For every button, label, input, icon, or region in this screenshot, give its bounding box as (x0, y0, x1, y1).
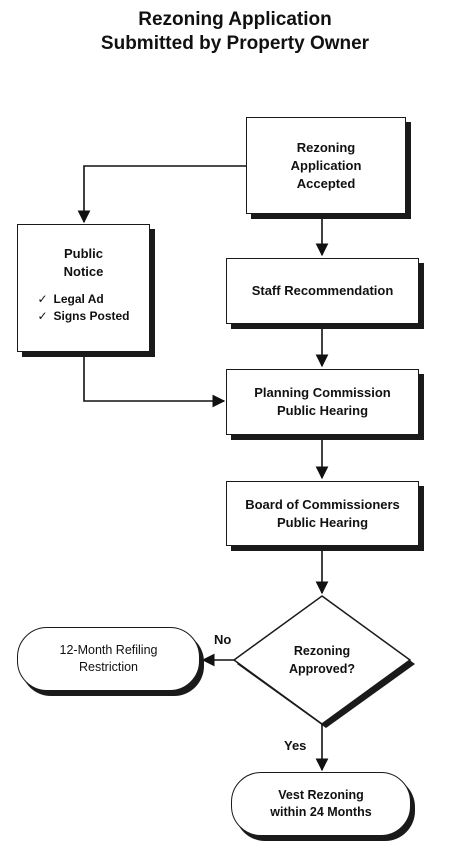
vest-line-2: within 24 Months (270, 805, 372, 819)
accepted-line-2: Application (290, 157, 362, 173)
decision-line-2: Approved? (289, 662, 355, 676)
check-icon: ✓ (37, 292, 48, 306)
node-planning-hearing: Planning Commission Public Hearing (226, 369, 419, 435)
notice-line-1: Public (63, 246, 103, 261)
staff-label: Staff Recommendation (251, 283, 394, 298)
checklist-item-label: Signs Posted (53, 309, 130, 323)
vest-line-1: Vest Rezoning (278, 788, 364, 802)
diagram-title: Rezoning Application Submitted by Proper… (0, 8, 470, 56)
node-public-notice: Public Notice ✓ Legal Ad ✓ Signs Posted (17, 224, 150, 352)
title-line-1: Rezoning Application (138, 9, 332, 30)
accepted-line-1: Rezoning (296, 139, 356, 155)
board-line-2: Public Hearing (276, 514, 369, 530)
branch-yes-label: Yes (284, 738, 307, 753)
refiling-line-2: Restriction (78, 660, 139, 674)
node-staff-recommendation: Staff Recommendation (226, 258, 419, 324)
title-line-2: Submitted by Property Owner (100, 33, 370, 54)
check-icon: ✓ (37, 309, 48, 323)
refiling-line-1: 12-Month Refiling (59, 643, 158, 657)
notice-line-2: Notice (63, 264, 104, 279)
decision-label: Rezoning Approved? (262, 642, 382, 678)
notice-checklist: ✓ Legal Ad ✓ Signs Posted (37, 291, 129, 325)
checklist-item-label: Legal Ad (53, 292, 104, 306)
branch-no-label: No (214, 632, 232, 647)
planning-line-2: Public Hearing (276, 403, 369, 418)
node-application-accepted: Rezoning Application Accepted (246, 117, 406, 214)
node-board-hearing: Board of Commissioners Public Hearing (226, 481, 419, 546)
node-refiling-restriction: 12-Month Refiling Restriction (17, 627, 200, 691)
planning-line-1: Planning Commission (254, 385, 391, 400)
checklist-item: ✓ Signs Posted (37, 308, 129, 325)
decision-line-1: Rezoning (293, 644, 351, 658)
node-vest-rezoning: Vest Rezoning within 24 Months (231, 772, 411, 836)
checklist-item: ✓ Legal Ad (37, 291, 129, 308)
board-line-1: Board of Commissioners (245, 496, 400, 512)
arrow-accepted-to-notice (77, 165, 246, 224)
arrow-notice-to-planning (83, 354, 226, 408)
accepted-line-3: Accepted (296, 175, 356, 191)
